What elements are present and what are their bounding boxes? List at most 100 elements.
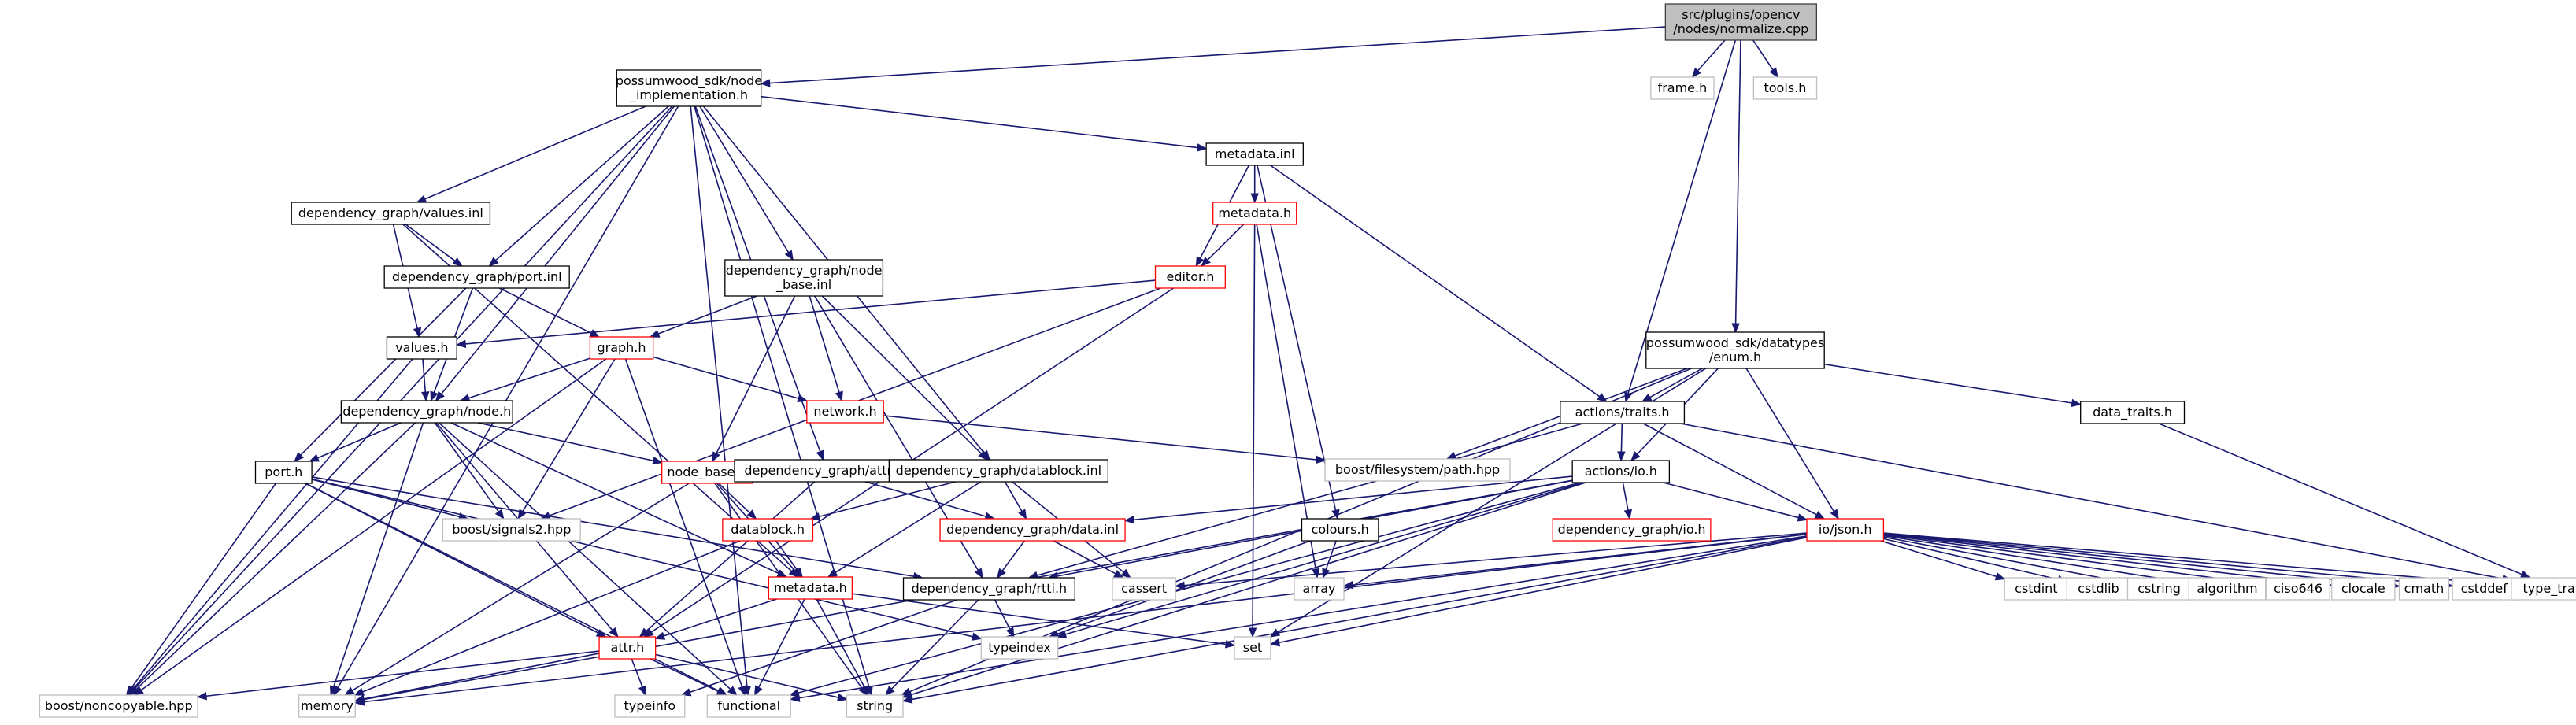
- node-box: [1552, 518, 1712, 542]
- graph-node-node-base-inl[interactable]: dependency_graph/node_base.inl: [724, 259, 884, 297]
- graph-node-node-h[interactable]: dependency_graph/node.h: [340, 400, 513, 424]
- edge-port-h-to-rtti: [311, 476, 923, 581]
- edge-graph-h-to-node-h: [459, 357, 590, 402]
- edge-port-inl-to-port-h: [294, 287, 467, 462]
- graph-node-network[interactable]: network.h: [806, 400, 884, 424]
- node-label: network.h: [813, 404, 876, 419]
- graph-node-datablock-h[interactable]: datablock.h: [722, 518, 814, 542]
- edge-node-h-to-node-base-h: [477, 422, 663, 465]
- node-label: src/plugins/opencv: [1682, 7, 1800, 22]
- node-label: cassert: [1121, 581, 1167, 596]
- graph-node-dg-io[interactable]: dependency_graph/io.h: [1552, 518, 1712, 542]
- graph-node-signals2: boost/signals2.hpp: [442, 518, 581, 542]
- node-label: actions/traits.h: [1575, 405, 1670, 420]
- graph-node-data-inl[interactable]: dependency_graph/data.inl: [939, 518, 1126, 542]
- edge-io-h-to-data-inl: [1123, 475, 1573, 524]
- node-box: [2511, 577, 2576, 601]
- node-label: cstring: [2137, 581, 2181, 596]
- graph-node-metadata-inl[interactable]: metadata.inl: [1205, 142, 1304, 166]
- node-box: [724, 259, 884, 297]
- node-box: [980, 636, 1059, 660]
- graph-node-json[interactable]: io/json.h: [1806, 518, 1885, 542]
- graph-node-values-h[interactable]: values.h: [386, 336, 457, 360]
- node-label: dependency_graph/attr.inl: [744, 463, 909, 479]
- edge-node-base-inl-to-datablock-inl: [821, 295, 989, 461]
- graph-node-io-h[interactable]: actions/io.h: [1571, 460, 1671, 483]
- node-box: [1560, 401, 1686, 424]
- edge-attr-h-to-noncopyable: [196, 650, 600, 701]
- node-label: /enum.h: [1709, 350, 1761, 364]
- graph-node-enum[interactable]: possumwood_sdk/datatypes/enum.h: [1645, 331, 1825, 369]
- edge-node-base-inl-to-node-base-h: [712, 295, 796, 463]
- node-label: algorithm: [2197, 581, 2257, 596]
- graph-node-editor[interactable]: editor.h: [1154, 265, 1226, 289]
- graph-node-typeinfo: typeinfo: [614, 694, 686, 718]
- edge-node-base-h-to-datablock-h: [718, 483, 757, 520]
- node-box: [1650, 76, 1715, 100]
- graph-node-graph-h[interactable]: graph.h: [589, 336, 654, 360]
- edge-node-impl-to-node-h: [435, 105, 675, 402]
- edge-rtti-to-typeinfo: [680, 599, 958, 697]
- node-box: [706, 694, 791, 718]
- edge-port-h-to-typeindex: [311, 478, 983, 641]
- graph-node-node-impl[interactable]: possumwood_sdk/node_implementation.h: [616, 69, 762, 107]
- graph-node-rtti[interactable]: dependency_graph/rtti.h: [902, 577, 1075, 601]
- graph-node-typeindex: typeindex: [980, 636, 1059, 660]
- edge-io-h-to-dg-io: [1622, 482, 1633, 520]
- node-box: [888, 459, 1109, 483]
- graph-node-colours[interactable]: colours.h: [1301, 518, 1379, 542]
- node-box: [1234, 636, 1271, 660]
- edge-data-traits-to-type-traits: [2158, 423, 2531, 579]
- graph-node-port-h[interactable]: port.h: [254, 461, 313, 484]
- graph-node-type-traits: type_traits: [2511, 577, 2576, 601]
- node-label: colours.h: [1312, 522, 1369, 537]
- graph-node-string: string: [846, 694, 904, 718]
- edge-rtti-to-typeindex: [994, 599, 1015, 638]
- node-box: [1205, 142, 1304, 166]
- node-label: memory: [301, 698, 353, 713]
- edge-node-h-to-port-h: [309, 422, 402, 462]
- graph-node-data-traits[interactable]: data_traits.h: [2080, 401, 2186, 424]
- edge-attr-h-to-memory: [353, 653, 600, 704]
- node-box: [939, 518, 1126, 542]
- node-box: [442, 518, 581, 542]
- graph-node-normalize[interactable]: src/plugins/opencv/nodes/normalize.cpp: [1664, 3, 1818, 41]
- edge-traits-to-io-h: [1617, 423, 1626, 462]
- graph-node-traits[interactable]: actions/traits.h: [1560, 401, 1686, 424]
- edge-io-h-to-functional: [789, 482, 1580, 697]
- node-label: typeindex: [988, 640, 1051, 655]
- edge-io-h-to-typeindex: [1056, 482, 1584, 638]
- graph-node-values-inl[interactable]: dependency_graph/values.inl: [291, 202, 491, 225]
- node-box: [1645, 331, 1825, 369]
- node-box: [2126, 577, 2192, 601]
- node-label: dependency_graph/values.inl: [298, 205, 483, 221]
- edge-metadata2-to-attr-h: [654, 598, 777, 640]
- node-box: [902, 577, 1075, 601]
- edge-json-to-string: [901, 536, 1808, 704]
- graph-node-port-inl[interactable]: dependency_graph/port.inl: [383, 265, 570, 289]
- graph-node-cstddef: cstddef: [2452, 577, 2517, 601]
- node-label: boost/noncopyable.hpp: [45, 698, 193, 713]
- node-box: [1294, 577, 1345, 601]
- node-label: /nodes/normalize.cpp: [1673, 21, 1808, 36]
- node-label: tools.h: [1764, 80, 1806, 95]
- node-box: [2331, 577, 2396, 601]
- edge-json-to-cstdint: [1880, 540, 2006, 581]
- edge-json-to-functional: [789, 535, 1808, 702]
- graph-node-metadata-h[interactable]: metadata.h: [1212, 202, 1297, 225]
- node-label: _implementation.h: [629, 87, 748, 103]
- edge-node-base-h-to-memory: [344, 483, 690, 696]
- graph-node-datablock-inl[interactable]: dependency_graph/datablock.inl: [888, 459, 1109, 483]
- node-label: typeinfo: [624, 698, 675, 713]
- node-label: clocale: [2341, 581, 2385, 596]
- node-box: [254, 461, 313, 484]
- edge-normalize-to-enum: [1731, 39, 1741, 334]
- node-label: dependency_graph/rtti.h: [912, 581, 1068, 597]
- graph-node-ciso646: ciso646: [2266, 577, 2330, 601]
- edge-metadata-h-to-array: [1256, 224, 1320, 579]
- edge-node-h-to-functional: [439, 422, 738, 696]
- graph-node-attr-h[interactable]: attr.h: [598, 636, 657, 660]
- graph-node-metadata2[interactable]: metadata.h: [768, 576, 853, 600]
- edge-node-base-inl-to-graph-h: [649, 295, 757, 338]
